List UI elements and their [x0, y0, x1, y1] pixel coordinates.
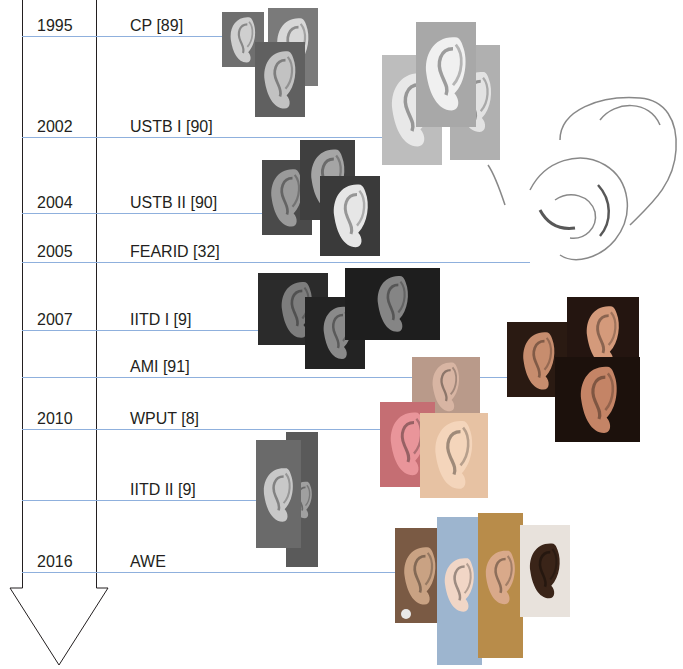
- ear-photo: [581, 367, 617, 433]
- timeline-arrow: [96, 0, 97, 588]
- ear-photo: [255, 42, 305, 117]
- ear-photo: [426, 37, 466, 110]
- ear-photo: [256, 432, 318, 567]
- ear-sketch: [555, 195, 595, 238]
- ear-photo: [520, 525, 570, 617]
- ear-photo: [256, 440, 301, 548]
- year-label: 2002: [37, 118, 73, 136]
- year-label: 2016: [37, 553, 73, 571]
- ear-sketch: [540, 210, 575, 228]
- ear-sketch: [530, 158, 627, 259]
- ear-sketch: [488, 98, 676, 260]
- ear-photo: [231, 17, 256, 62]
- ear-photo: [523, 332, 554, 389]
- year-line: [22, 262, 530, 263]
- year-line: [22, 572, 398, 573]
- ear-photo: [437, 517, 482, 665]
- ear-photo: [395, 513, 570, 665]
- year-line: [22, 36, 225, 37]
- ear-photo: [262, 140, 380, 256]
- dataset-label: AMI [91]: [130, 358, 190, 376]
- ear-photo: [507, 297, 640, 442]
- year-line: [22, 429, 385, 430]
- ear-photo: [478, 513, 523, 658]
- ear-photo: [420, 413, 488, 498]
- ear-sketch: [600, 106, 660, 125]
- year-line: [22, 330, 262, 331]
- year-line: [22, 500, 258, 501]
- dataset-label: AWE: [130, 553, 166, 571]
- ear-photo: [587, 306, 619, 365]
- year-label: 2010: [37, 410, 73, 428]
- ear-sketch: [598, 185, 609, 236]
- dataset-label: USTB II [90]: [130, 194, 217, 212]
- ear-photo: [391, 413, 425, 476]
- ear-sketch: [488, 165, 505, 205]
- ear-photo: [258, 268, 440, 369]
- ear-photo: [334, 185, 368, 248]
- dataset-label: IITD II [9]: [130, 481, 196, 499]
- ear-photo: [271, 169, 302, 226]
- dataset-label: WPUT [8]: [130, 410, 199, 428]
- ear-photo: [222, 8, 318, 117]
- dataset-label: CP [89]: [130, 17, 183, 35]
- ear-photo: [445, 558, 474, 611]
- timeline-arrow: [10, 0, 108, 665]
- ear-photo: [530, 543, 560, 598]
- ear-photo: [264, 468, 293, 521]
- year-label: 2007: [37, 311, 73, 329]
- ear-photo: [345, 268, 440, 340]
- ear-photo: [380, 357, 488, 498]
- ear-photo: [382, 22, 500, 165]
- year-line: [22, 213, 265, 214]
- timeline-arrow: [10, 588, 108, 665]
- ear-photo: [416, 22, 476, 127]
- ear-photo: [435, 421, 472, 489]
- dataset-label: FEARID [32]: [130, 243, 220, 261]
- ear-photo: [264, 51, 295, 108]
- ear-photo: [404, 547, 435, 604]
- year-line: [22, 137, 385, 138]
- ear-photo: [320, 176, 380, 256]
- year-label: 2005: [37, 243, 73, 261]
- ear-sketch: [560, 98, 676, 225]
- year-label: 2004: [37, 194, 73, 212]
- ear-photo: [555, 357, 640, 442]
- ear-photo: [433, 363, 459, 412]
- dataset-label: USTB I [90]: [130, 118, 213, 136]
- timeline-arrow: [22, 0, 23, 588]
- dataset-label: IITD I [9]: [130, 311, 191, 329]
- ear-photo: [378, 276, 408, 332]
- ear-photo: [401, 609, 411, 619]
- year-label: 1995: [37, 17, 73, 35]
- ear-photo: [486, 551, 515, 604]
